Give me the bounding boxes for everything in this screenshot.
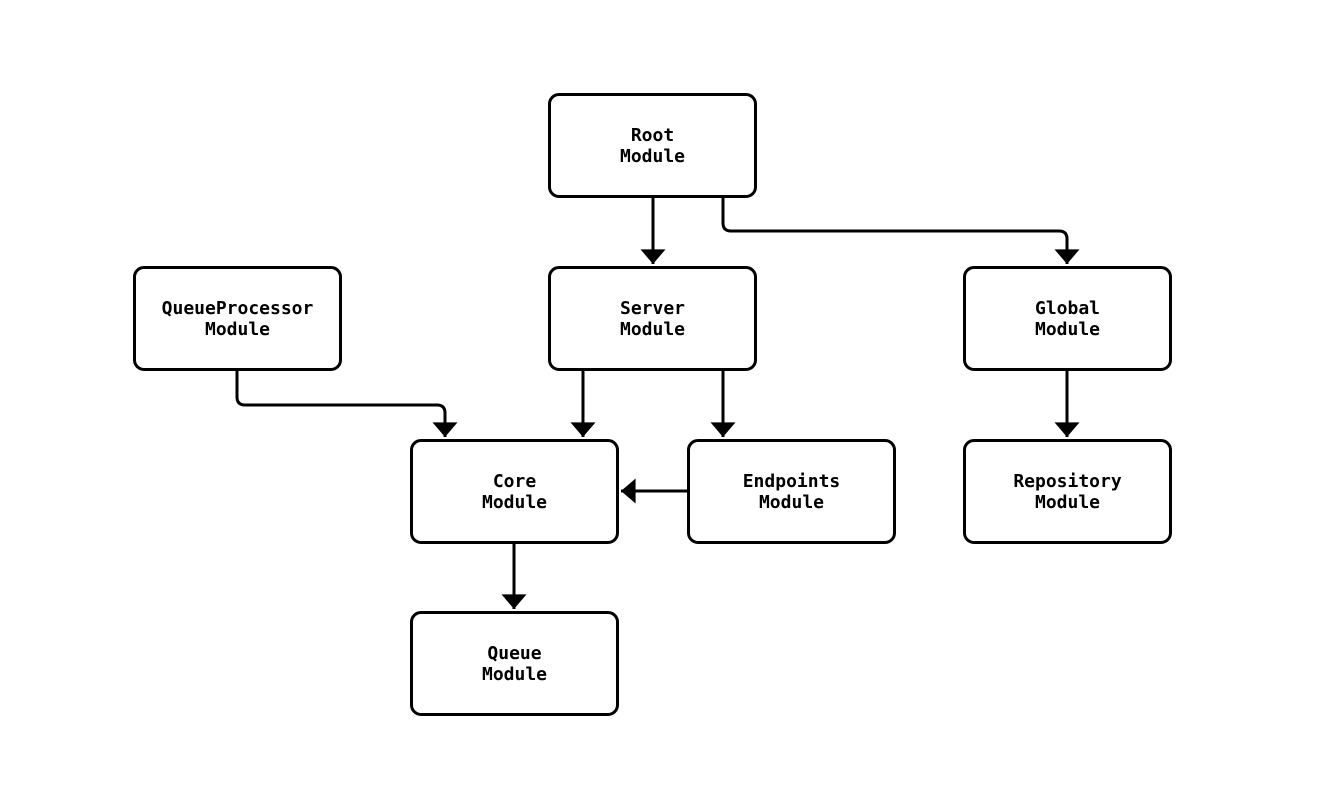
node-endpoints-module: Endpoints Module [687, 439, 896, 544]
node-queueprocessor-module: QueueProcessor Module [133, 266, 342, 371]
node-server-module-label: Server Module [619, 297, 686, 340]
node-queue-module-label: Queue Module [481, 642, 548, 685]
node-repository-module: Repository Module [963, 439, 1172, 544]
node-endpoints-module-label: Endpoints Module [742, 470, 841, 513]
edge-root-to-global [721, 198, 1080, 264]
node-queueprocessor-module-label: QueueProcessor Module [161, 297, 314, 340]
node-root-module-label: Root Module [619, 124, 686, 167]
node-server-module: Server Module [548, 266, 757, 371]
node-core-module: Core Module [410, 439, 619, 544]
node-queue-module: Queue Module [410, 611, 619, 716]
node-root-module: Root Module [548, 93, 757, 198]
node-global-module-label: Global Module [1034, 297, 1101, 340]
node-global-module: Global Module [963, 266, 1172, 371]
edge-queueprocessor-to-core [235, 371, 458, 437]
node-core-module-label: Core Module [481, 470, 548, 513]
node-repository-module-label: Repository Module [1013, 470, 1122, 513]
